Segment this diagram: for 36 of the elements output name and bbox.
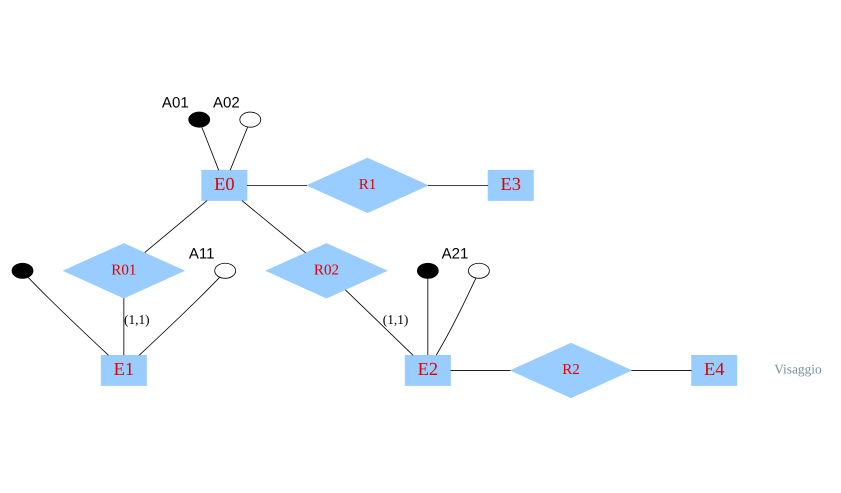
node-ellipse [214, 262, 236, 279]
node-label: A11 [188, 246, 215, 263]
node-circle [416, 262, 439, 279]
connector [28, 276, 109, 356]
connector [144, 200, 208, 253]
node-label: A02 [213, 94, 240, 112]
node-diamond: R2 [510, 342, 632, 398]
connector [344, 289, 414, 356]
node-ellipse [468, 262, 490, 279]
edge-label: (1,1) [124, 312, 150, 327]
node-label: A01 [162, 94, 189, 112]
node-circle [12, 262, 34, 279]
node-box: E4 [691, 354, 738, 386]
edge-label: (1,1) [382, 312, 408, 327]
connector [450, 370, 511, 371]
connector [138, 276, 220, 356]
label: Visaggio [774, 362, 822, 377]
connector [436, 278, 476, 356]
node-diamond: R1 [306, 158, 429, 214]
connector [246, 184, 308, 186]
connector [427, 278, 428, 356]
connector [123, 298, 124, 356]
node-ellipse [188, 112, 210, 128]
node-ellipse [239, 112, 262, 128]
node-box: E1 [100, 354, 147, 386]
connector [428, 184, 489, 186]
node-box: E3 [488, 170, 534, 201]
node-diamond: R02 [265, 243, 388, 298]
connector [241, 200, 306, 254]
node-label: A21 [442, 246, 468, 263]
node-box: E0 [201, 170, 248, 201]
node-box: E2 [404, 354, 451, 386]
connector [201, 126, 220, 171]
connector [631, 370, 692, 371]
connector [230, 126, 248, 171]
node-diamond: R01 [62, 243, 186, 298]
